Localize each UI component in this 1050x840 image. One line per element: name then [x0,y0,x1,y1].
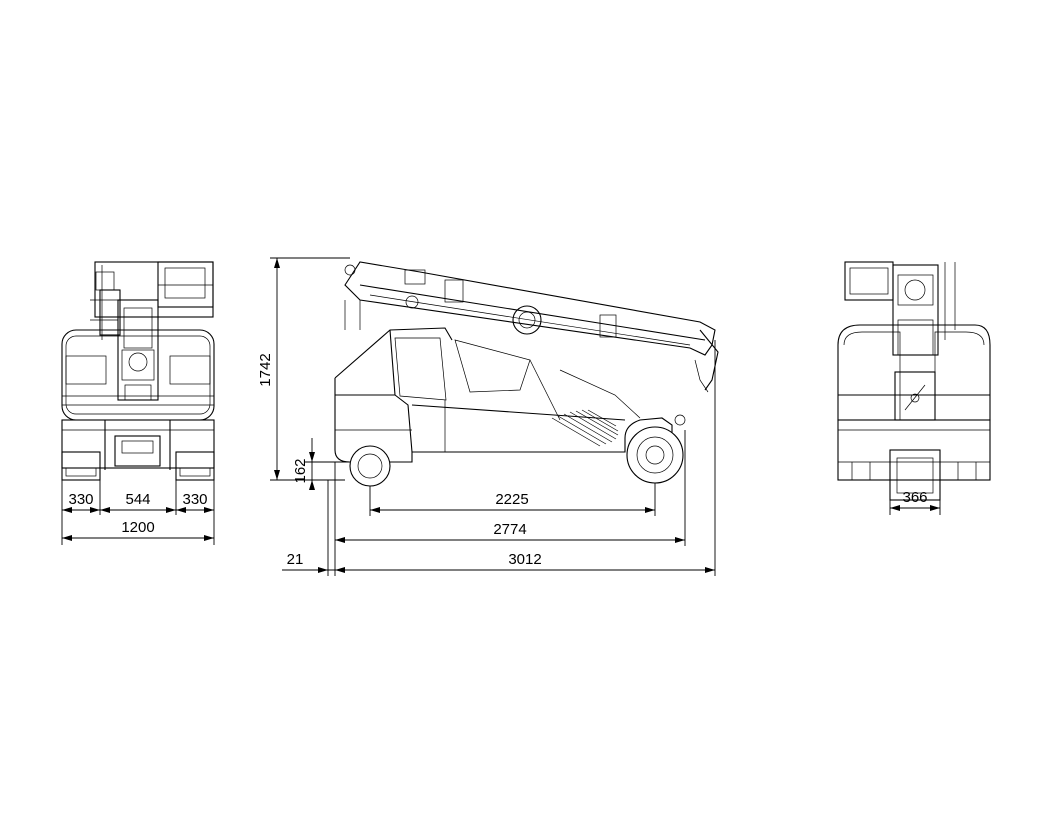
front-wheel [626,426,684,484]
dim-total-length: 3012 [508,551,541,568]
dim-height: 1742 [257,353,274,386]
vent-grille [551,409,619,447]
front-dimensions: 330 544 330 1200 [61,470,215,545]
dim-left-track: 330 [68,491,93,508]
side-dimensions: 1742 162 2225 2774 21 3012 [257,257,716,576]
dim-ground-clearance: 162 [292,458,309,483]
side-view [334,261,719,487]
rear-view [837,261,991,501]
dim-overhang: 21 [287,551,304,568]
dim-track-gap: 544 [125,491,150,508]
dim-wheelbase: 2225 [495,491,528,508]
dim-right-track: 330 [182,491,207,508]
front-view [61,261,215,481]
rear-wheel [349,445,391,487]
dim-total-width: 1200 [121,519,154,536]
dim-track-width: 366 [902,489,927,506]
rear-dimensions: 366 [889,470,941,515]
dim-body-length: 2774 [493,521,526,538]
